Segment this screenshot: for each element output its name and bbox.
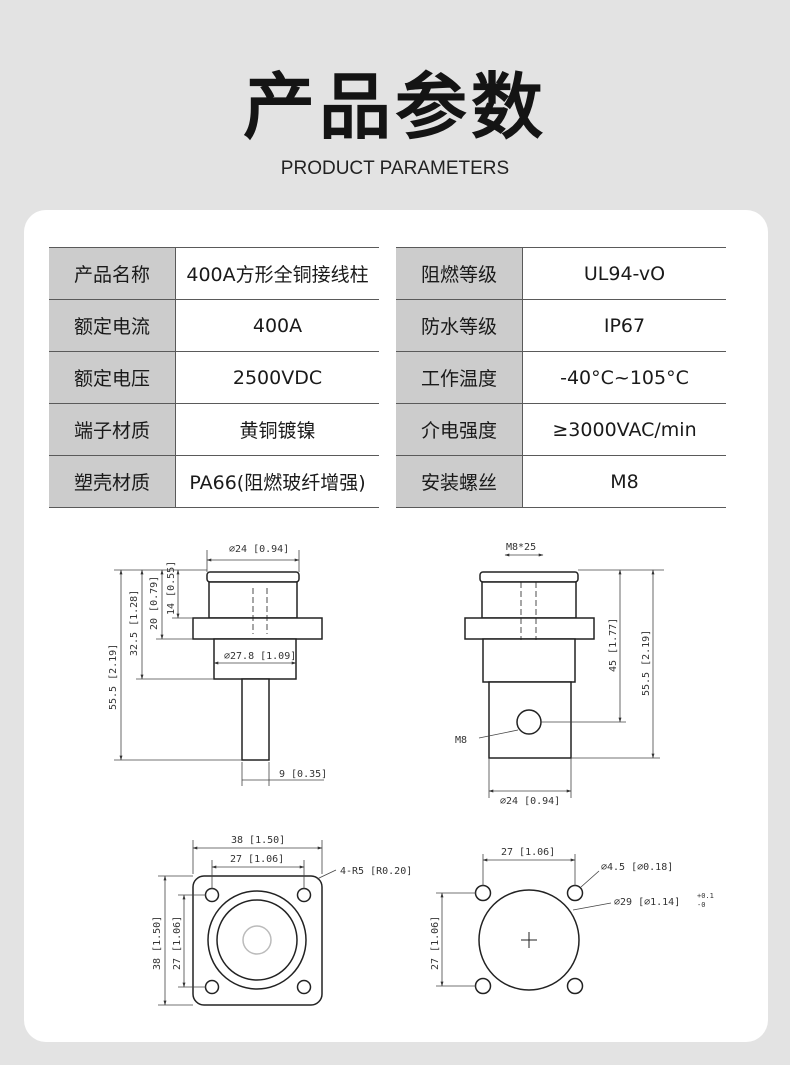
spec-value: M8: [522, 455, 726, 508]
table-row: 塑壳材质 PA66(阻燃玻纤增强): [49, 455, 379, 508]
spec-table-right: 阻燃等级 UL94-vO 防水等级 IP67 工作温度 -40°C~105°C …: [396, 247, 726, 508]
spec-table-left: 产品名称 400A方形全铜接线柱 额定电流 400A 额定电压 2500VDC …: [49, 247, 379, 508]
dim-tolerance: -0: [697, 901, 705, 909]
dim-label: 9 [0.35]: [279, 769, 327, 780]
spec-label: 介电强度: [396, 403, 523, 456]
dim-label: 4-R5 [R0.20]: [340, 866, 412, 877]
dim-label: 45 [1.77]: [608, 618, 619, 672]
spec-value: 黄铜镀镍: [175, 403, 379, 456]
dim-label: 27 [1.06]: [430, 916, 441, 970]
table-row: 阻燃等级 UL94-vO: [396, 247, 726, 300]
dim-label: ⌀29 [⌀1.14]: [614, 897, 680, 908]
side-view-drawing: [192, 571, 323, 761]
dim-label: 27 [1.06]: [172, 916, 183, 970]
table-row: 工作温度 -40°C~105°C: [396, 351, 726, 404]
page-subtitle: PRODUCT PARAMETERS: [280, 158, 510, 179]
flange-view-drawing: [192, 875, 323, 1006]
dim-label: ⌀24 [0.94]: [229, 544, 289, 555]
table-row: 介电强度 ≥3000VAC/min: [396, 403, 726, 456]
table-row: 额定电压 2500VDC: [49, 351, 379, 404]
spec-label: 塑壳材质: [49, 455, 176, 508]
dim-label: 32.5 [1.28]: [129, 590, 140, 656]
spec-label: 防水等级: [396, 299, 523, 352]
table-row: 产品名称 400A方形全铜接线柱: [49, 247, 379, 300]
spec-label: 端子材质: [49, 403, 176, 456]
dim-label: 55.5 [2.19]: [108, 644, 119, 710]
spec-value: 400A方形全铜接线柱: [175, 247, 379, 300]
spec-label: 阻燃等级: [396, 247, 523, 300]
cutout-view-dimensions: [436, 854, 612, 987]
spec-label: 额定电流: [49, 299, 176, 352]
spec-value: IP67: [522, 299, 726, 352]
spec-card: 产品名称 400A方形全铜接线柱 额定电流 400A 额定电压 2500VDC …: [24, 210, 768, 1042]
spec-label: 安装螺丝: [396, 455, 523, 508]
side-view-dimensions: [114, 550, 324, 786]
spec-value: 2500VDC: [175, 351, 379, 404]
dim-label: 55.5 [2.19]: [641, 630, 652, 696]
dim-label: 14 [0.55]: [166, 561, 177, 615]
dim-label: 38 [1.50]: [152, 916, 163, 970]
page-title: 产品参数: [242, 65, 547, 149]
table-row: 安装螺丝 M8: [396, 455, 726, 508]
cutout-view-drawing: [474, 884, 584, 995]
spec-value: UL94-vO: [522, 247, 726, 300]
spec-value: -40°C~105°C: [522, 351, 726, 404]
dim-label: M8*25: [506, 542, 536, 553]
dim-label: 27 [1.06]: [230, 854, 284, 865]
technical-drawings: ⌀24 [0.94] 55.5 [2.19] 32.5 [1.28] 20 [0…: [108, 542, 714, 1006]
table-row: 额定电流 400A: [49, 299, 379, 352]
dim-label: 38 [1.50]: [231, 835, 285, 846]
dim-label: ⌀27.8 [1.09]: [224, 651, 296, 662]
table-row: 防水等级 IP67: [396, 299, 726, 352]
dim-label: ⌀4.5 [⌀0.18]: [601, 862, 673, 873]
front-view-drawing: [464, 571, 595, 759]
dim-label: M8: [455, 735, 467, 746]
spec-label: 额定电压: [49, 351, 176, 404]
flange-view-dimensions: [158, 840, 337, 1006]
dim-label: ⌀24 [0.94]: [500, 796, 560, 807]
spec-label: 产品名称: [49, 247, 176, 300]
spec-value: PA66(阻燃玻纤增强): [175, 455, 379, 508]
dim-tolerance: +0.1: [697, 892, 714, 900]
table-row: 端子材质 黄铜镀镍: [49, 403, 379, 456]
front-view-dimensions: [478, 553, 664, 798]
dim-label: 27 [1.06]: [501, 847, 555, 858]
dim-label: 20 [0.79]: [149, 576, 160, 630]
